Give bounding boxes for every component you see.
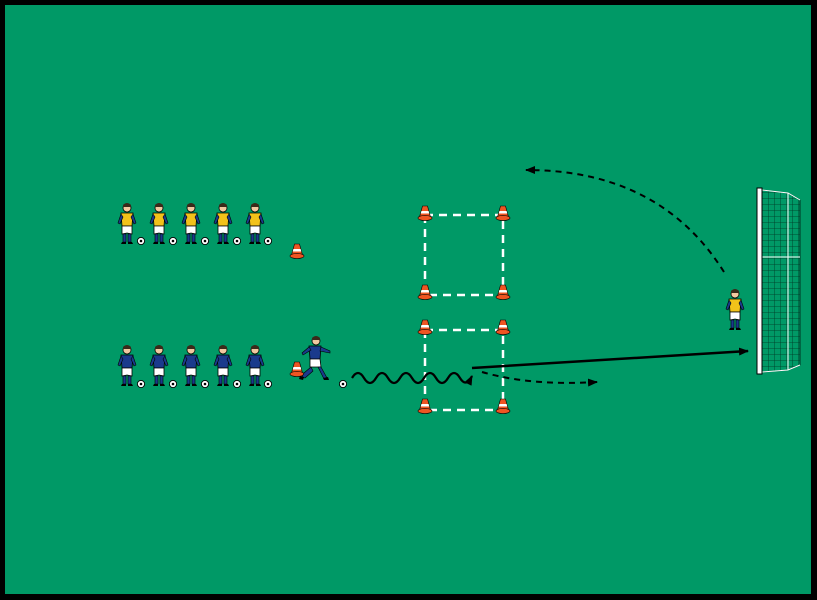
soccer-ball-icon <box>338 379 348 389</box>
pitch-surface <box>5 5 811 594</box>
soccer-ball-icon <box>168 236 178 246</box>
soccer-ball-icon <box>232 379 242 389</box>
lower-square <box>417 319 511 415</box>
soccer-ball-icon <box>200 379 210 389</box>
goal-net-icon <box>756 187 801 375</box>
goalkeeper-run-path <box>525 166 725 273</box>
dribble-path <box>351 371 473 386</box>
run-out-path <box>481 371 598 387</box>
soccer-ball-icon <box>232 236 242 246</box>
soccer-ball-icon <box>263 236 273 246</box>
soccer-ball-icon <box>200 236 210 246</box>
shot-path <box>471 347 749 370</box>
upper-square <box>417 205 511 301</box>
soccer-ball-icon <box>136 236 146 246</box>
soccer-ball-icon <box>136 379 146 389</box>
soccer-ball-icon <box>168 379 178 389</box>
soccer-ball-icon <box>263 379 273 389</box>
